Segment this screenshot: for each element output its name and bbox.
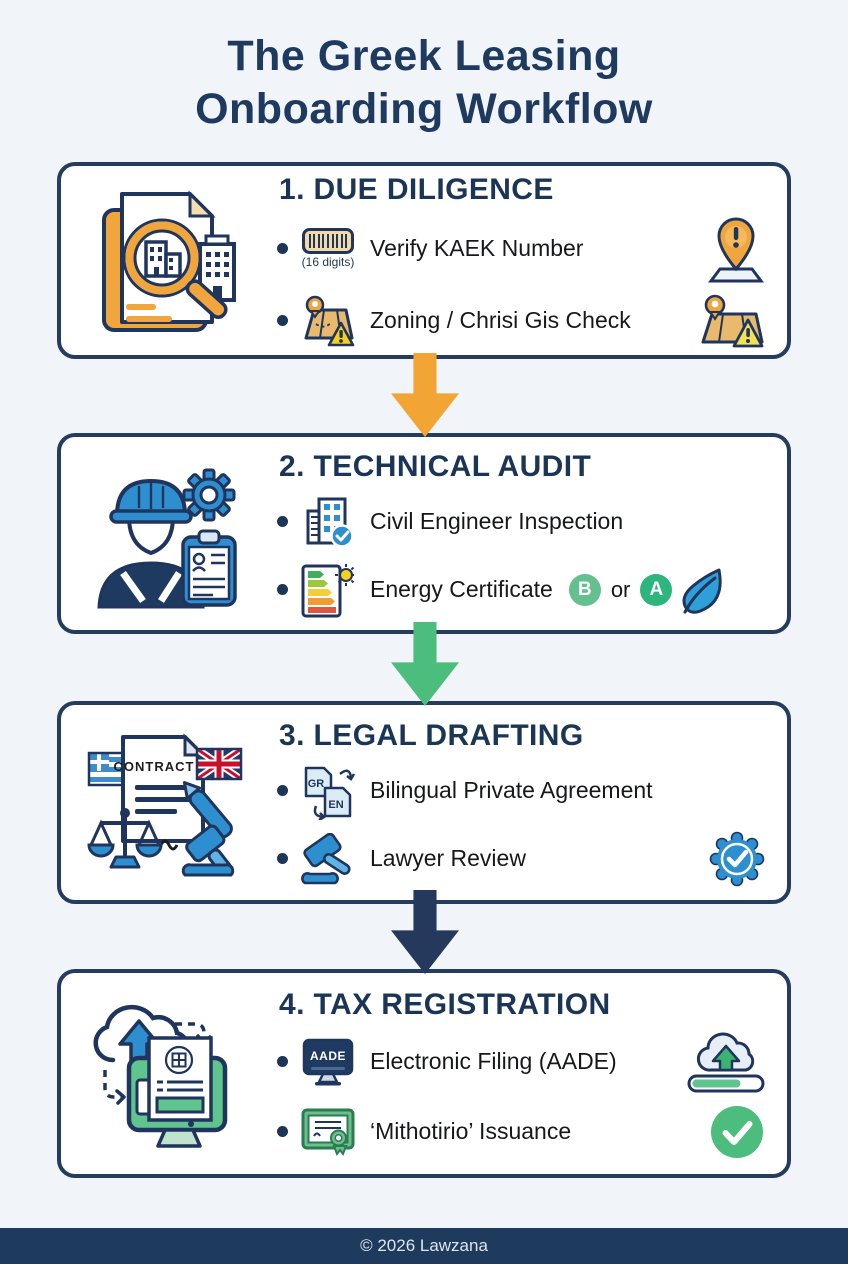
- item-label: Civil Engineer Inspection: [370, 508, 624, 534]
- step-heading: 1. DUE DILIGENCE: [279, 172, 554, 206]
- item-label: Energy Certificate: [370, 576, 553, 602]
- leaf-icon: [680, 565, 726, 615]
- building-check-icon: [298, 495, 358, 549]
- item-label: Electronic Filing (AADE): [370, 1048, 617, 1074]
- zoning-map-warning-icon: [298, 294, 358, 348]
- item-label: Bilingual Private Agreement: [370, 777, 653, 803]
- bullet-dot: [277, 785, 288, 796]
- map-warning-icon: [699, 292, 765, 350]
- bullet-dot: [277, 516, 288, 527]
- aade-label: AADE: [310, 1049, 346, 1063]
- step-content-legal-drafting: 3. LEGAL DRAFTING GR EN Bilingual Privat…: [277, 717, 765, 889]
- bullet-dot: [277, 315, 288, 326]
- document-magnifier-buildings-icon: [81, 186, 253, 336]
- list-item-kaek: (16 digits) Verify KAEK Number: [277, 215, 765, 283]
- arrow-down-green: [391, 622, 459, 706]
- step-heading: 4. TAX REGISTRATION: [279, 987, 611, 1021]
- gr-label: GR: [308, 778, 325, 790]
- list-item-bilingual-agreement: GR EN Bilingual Private Agreement: [277, 761, 765, 821]
- bullet-dot: [277, 243, 288, 254]
- cloud-upload-progress-icon: [687, 1030, 765, 1094]
- energy-rating-icon: [298, 562, 358, 618]
- list-item-energy-certificate: Energy Certificate B or A: [277, 560, 765, 620]
- step-content-due-diligence: 1. DUE DILIGENCE (16 digits) Verify KAEK…: [277, 171, 765, 351]
- step-card-due-diligence: 1. DUE DILIGENCE (16 digits) Verify KAEK…: [57, 162, 791, 359]
- list-item-mithotirio: ‘Mithotirio’ Issuance: [277, 1102, 765, 1162]
- aade-monitor-icon: AADE: [298, 1037, 358, 1087]
- map-pin-alert-icon: [707, 215, 765, 283]
- bullet-dot: [277, 1056, 288, 1067]
- list-item-electronic-filing: AADE Electronic Filing (AADE): [277, 1030, 765, 1094]
- kaek-barcode-icon: (16 digits): [298, 228, 358, 269]
- list-item-zoning: Zoning / Chrisi Gis Check: [277, 291, 765, 351]
- list-item-lawyer-review: Lawyer Review: [277, 829, 765, 889]
- page-title-line1: The Greek Leasing: [227, 32, 621, 80]
- certificate-seal-icon: [298, 1106, 358, 1158]
- item-label: Verify KAEK Number: [370, 235, 584, 261]
- or-text: or: [610, 576, 631, 602]
- step-heading: 3. LEGAL DRAFTING: [279, 718, 584, 752]
- barcode-caption: (16 digits): [301, 255, 355, 269]
- step-content-technical-audit: 2. TECHNICAL AUDIT Civil Engineer: [277, 448, 765, 620]
- verified-badge-icon: [709, 831, 765, 887]
- gr-en-translation-icon: GR EN: [298, 762, 358, 820]
- list-item-civil-engineer: Civil Engineer Inspection: [277, 492, 765, 552]
- footer-bar: © 2026 Lawzana: [0, 1228, 848, 1264]
- step-card-tax-registration: 4. TAX REGISTRATION AADE Electronic Fili…: [57, 969, 791, 1178]
- arrow-down-orange: [391, 353, 459, 437]
- item-label: ‘Mithotirio’ Issuance: [370, 1118, 572, 1144]
- energy-class-b-badge: B: [568, 573, 601, 606]
- bullet-dot: [277, 584, 288, 595]
- footer-text: © 2026 Lawzana: [360, 1236, 488, 1255]
- page-title: The Greek Leasing Onboarding Workflow: [0, 30, 848, 136]
- bullet-dot: [277, 853, 288, 864]
- check-circle-icon: [709, 1104, 765, 1160]
- item-label: Zoning / Chrisi Gis Check: [370, 307, 631, 333]
- en-label: EN: [328, 799, 343, 811]
- step-card-technical-audit: 2. TECHNICAL AUDIT Civil Engineer: [57, 433, 791, 634]
- step-content-tax-registration: 4. TAX REGISTRATION AADE Electronic Fili…: [277, 986, 765, 1162]
- cloud-upload-monitor-icon: [81, 998, 253, 1150]
- gavel-icon: [298, 832, 358, 885]
- step-heading: 2. TECHNICAL AUDIT: [279, 449, 592, 483]
- step-card-legal-drafting: CONTRACT: [57, 701, 791, 904]
- page-title-line2: Onboarding Workflow: [195, 85, 653, 133]
- item-label: Lawyer Review: [370, 845, 526, 871]
- bullet-dot: [277, 1126, 288, 1137]
- contract-flags-scales-gavel-icon: CONTRACT: [81, 727, 253, 879]
- energy-class-a-badge: A: [640, 573, 673, 606]
- contract-label: CONTRACT: [114, 759, 195, 774]
- engineer-gear-clipboard-icon: [81, 459, 253, 609]
